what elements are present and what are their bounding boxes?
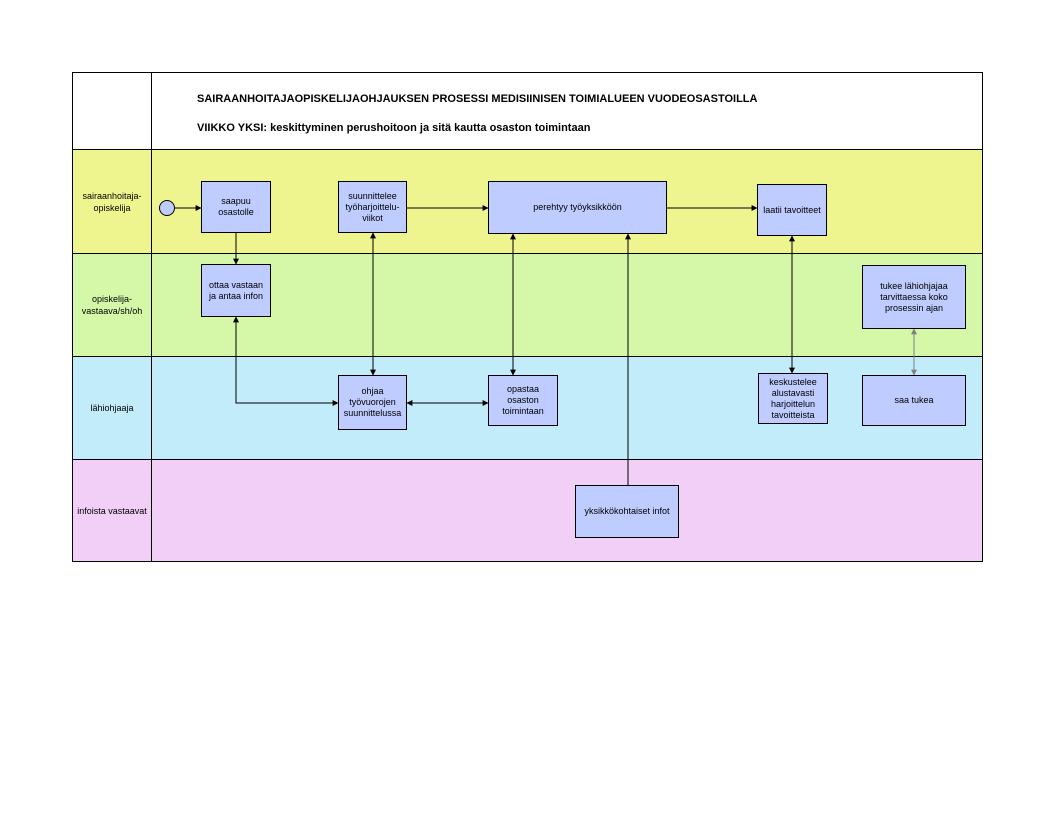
lane-label-supervisor: lähiohjaaja xyxy=(73,357,152,459)
start-node xyxy=(159,200,175,216)
lane-label-student: sairaanhoitaja- opiskelija xyxy=(73,150,152,253)
node-keskustelee[interactable]: keskustelee alustavasti harjoittelun tav… xyxy=(758,373,828,424)
diagram-title: SAIRAANHOITAJAOPISKELIJAOHJAUKSEN PROSES… xyxy=(197,93,758,105)
node-ottaa[interactable]: ottaa vastaan ja antaa infon xyxy=(201,264,271,317)
node-saa-tukea[interactable]: saa tukea xyxy=(862,375,966,426)
node-perehtyy[interactable]: perehtyy työyksikköön xyxy=(488,181,667,234)
diagram-title-block: SAIRAANHOITAJAOPISKELIJAOHJAUKSEN PROSES… xyxy=(197,93,757,151)
lane-label-info: infoista vastaavat xyxy=(73,460,152,561)
node-opastaa[interactable]: opastaa osaston toimintaan xyxy=(488,375,558,426)
node-ohjaa[interactable]: ohjaa työvuorojen suunnittelussa xyxy=(338,375,407,430)
node-tukee[interactable]: tukee lähiohjajaa tarvittaessa koko pros… xyxy=(862,265,966,329)
node-yksikko[interactable]: yksikkökohtaiset infot xyxy=(575,485,679,538)
diagram-subtitle: VIIKKO YKSI: keskittyminen perushoitoon … xyxy=(197,122,591,134)
node-suunnittelee[interactable]: suunnittelee työharjoittelu- viikot xyxy=(338,181,407,233)
header-corner-cell xyxy=(73,73,152,149)
lane-info: infoista vastaavat xyxy=(73,460,982,561)
lane-label-coordinator: opiskelija- vastaava/sh/oh xyxy=(73,254,152,356)
node-laatii[interactable]: laatii tavoitteet xyxy=(757,184,827,236)
node-saapuu[interactable]: saapuu osastolle xyxy=(201,181,271,233)
swimlane-diagram: SAIRAANHOITAJAOPISKELIJAOHJAUKSEN PROSES… xyxy=(72,72,983,562)
header-row: SAIRAANHOITAJAOPISKELIJAOHJAUKSEN PROSES… xyxy=(73,73,982,150)
